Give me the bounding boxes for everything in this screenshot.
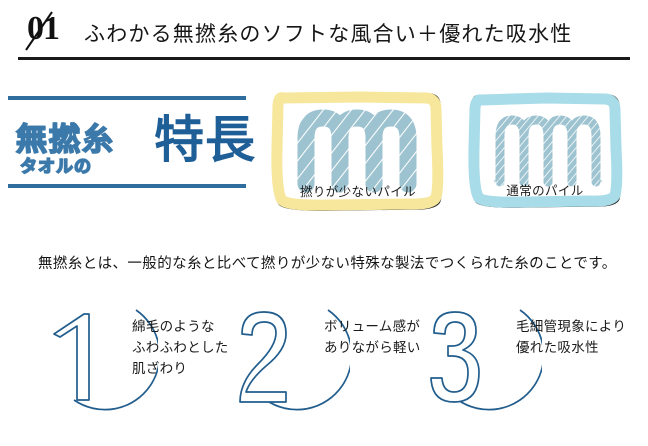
heading-rule-top xyxy=(8,96,246,100)
feature-2-line-1: ボリューム感が xyxy=(324,319,421,334)
feature-2-text: ボリューム感が ありながら軽い xyxy=(324,316,454,358)
heading-sub-word: タオルの xyxy=(19,156,92,176)
heading-rule-bottom xyxy=(8,184,246,188)
card-soft-pile-caption: 撚りが少ないパイル xyxy=(299,185,417,199)
feature-list: 綿毛のような ふわふわとした 肌ざわり ボリューム感が ありながら軽い 毛細管現… xyxy=(0,296,648,416)
header: 01 ふわかる無撚糸のソフトな風合い＋優れた吸水性 xyxy=(0,0,648,62)
heading-outline-word: 無撚糸 xyxy=(15,121,115,158)
header-title: ふわかる無撚糸のソフトな風合い＋優れた吸水性 xyxy=(84,22,573,46)
numeral-1-mark xyxy=(53,309,158,411)
feature-1-text: 綿毛のような ふわふわとした 肌ざわり xyxy=(132,316,262,379)
card-normal-pile: 通常のパイル xyxy=(466,90,624,212)
feature-3-line-1: 毛細管現象により xyxy=(516,319,627,334)
feature-1-line-3: 肌ざわり xyxy=(132,361,188,376)
numeral-3-mark xyxy=(430,309,542,411)
feature-1-line-1: 綿毛のような xyxy=(132,319,215,334)
soft-pile-yarn-illustration xyxy=(297,109,417,193)
numeral-2-mark xyxy=(239,309,350,411)
heading-main-word: 特長 xyxy=(154,112,256,168)
header-divider xyxy=(18,57,630,60)
normal-pile-yarn-illustration xyxy=(493,115,603,187)
blue-frame xyxy=(468,92,623,208)
card-soft-pile: 撚りが少ないパイル xyxy=(270,88,446,215)
feature-item-3: 毛細管現象により 優れた吸水性 xyxy=(424,296,634,416)
feature-3-text: 毛細管現象により 優れた吸水性 xyxy=(516,316,646,358)
feature-item-1: 綿毛のような ふわふわとした 肌ざわり xyxy=(40,296,250,416)
feature-item-2: ボリューム感が ありながら軽い xyxy=(232,296,442,416)
feature-3-line-2: 優れた吸水性 xyxy=(516,340,599,355)
feature-heading-block: 無撚糸 タオルの 特長 xyxy=(8,96,256,188)
card-normal-pile-caption: 通常のパイル xyxy=(506,184,584,198)
header-step-number: 01 xyxy=(27,10,60,47)
feature-1-line-2: ふわふわとした xyxy=(132,340,229,355)
feature-2-line-2: ありながら軽い xyxy=(324,340,421,355)
yellow-frame xyxy=(271,91,444,211)
description-text: 無撚糸とは、一般的な糸と比べて撚りが少ない特殊な製法でつくられた糸のことです。 xyxy=(38,256,617,272)
